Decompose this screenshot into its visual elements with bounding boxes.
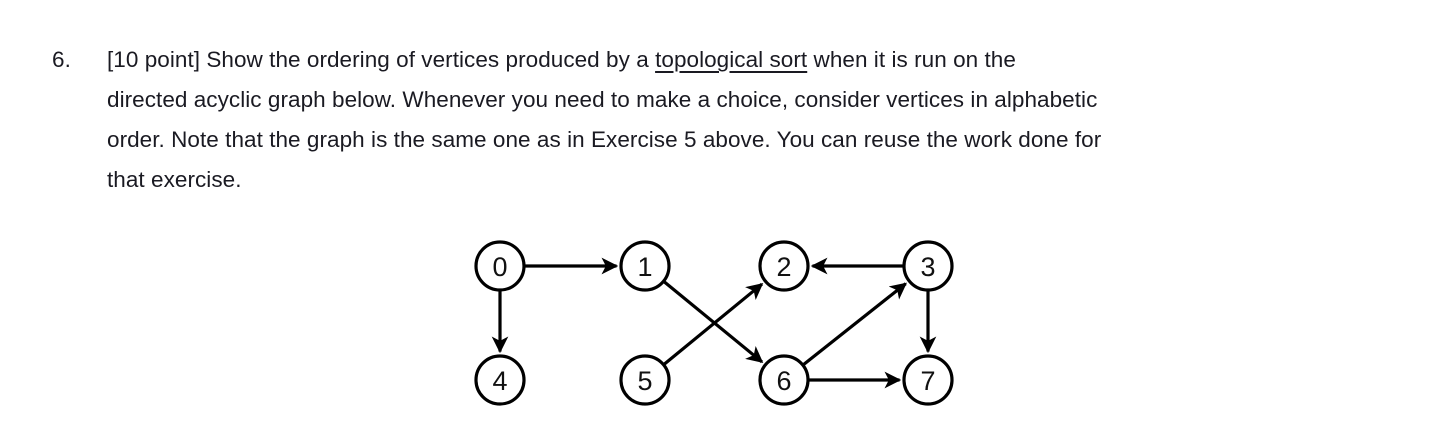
dag-figure: 0 1 2 3 4 5 6 7 bbox=[440, 222, 980, 422]
dag-edge-5-to-2 bbox=[662, 282, 764, 367]
dag-node-label-5: 5 bbox=[637, 366, 652, 396]
question-line: order. Note that the graph is the same o… bbox=[107, 120, 1387, 160]
dag-node-0: 0 bbox=[474, 240, 526, 292]
dag-node-label-6: 6 bbox=[776, 366, 791, 396]
dag-node-3: 3 bbox=[902, 240, 954, 292]
dag-node-7: 7 bbox=[902, 354, 954, 406]
dag-node-1: 1 bbox=[619, 240, 671, 292]
dag-node-circle-6 bbox=[758, 354, 810, 406]
dag-nodes: 0 1 2 3 4 5 6 7 bbox=[474, 240, 954, 406]
dag-node-label-3: 3 bbox=[920, 252, 935, 282]
dag-node-4: 4 bbox=[474, 354, 526, 406]
dag-edge-1-to-6 bbox=[662, 279, 764, 364]
text-run: order. Note that the graph is the same o… bbox=[107, 127, 1102, 152]
text-run: when it is run on the bbox=[807, 47, 1016, 72]
dag-edge-6-to-3 bbox=[801, 282, 907, 367]
dag-node-label-4: 4 bbox=[492, 366, 507, 396]
question-text: [10 point] Show the ordering of vertices… bbox=[107, 40, 1387, 200]
dag-node-5: 5 bbox=[619, 354, 671, 406]
question-line: [10 point] Show the ordering of vertices… bbox=[107, 40, 1387, 80]
dag-node-label-0: 0 bbox=[492, 252, 507, 282]
question-line: directed acyclic graph below. Whenever y… bbox=[107, 80, 1387, 120]
dag-svg: 0 1 2 3 4 5 6 7 bbox=[474, 240, 954, 406]
text-run: directed acyclic graph below. Whenever y… bbox=[107, 87, 1098, 112]
dag-node-label-7: 7 bbox=[920, 366, 935, 396]
text-run: that exercise. bbox=[107, 167, 242, 192]
dag-edges bbox=[491, 257, 937, 389]
question-line: that exercise. bbox=[107, 160, 1387, 200]
question-number: 6. bbox=[52, 47, 71, 72]
dag-node-label-2: 2 bbox=[776, 252, 791, 282]
dag-node-circle-0 bbox=[474, 240, 526, 292]
dag-node-circle-3 bbox=[902, 240, 954, 292]
dag-node-circle-5 bbox=[619, 354, 671, 406]
dag-node-circle-7 bbox=[902, 354, 954, 406]
underlined-term: topological sort bbox=[655, 47, 808, 72]
dag-node-label-1: 1 bbox=[637, 252, 652, 282]
dag-node-circle-4 bbox=[474, 354, 526, 406]
dag-node-circle-1 bbox=[619, 240, 671, 292]
dag-node-6: 6 bbox=[758, 354, 810, 406]
dag-node-circle-2 bbox=[758, 240, 810, 292]
text-run: [10 point] Show the ordering of vertices… bbox=[107, 47, 656, 72]
dag-node-2: 2 bbox=[758, 240, 810, 292]
